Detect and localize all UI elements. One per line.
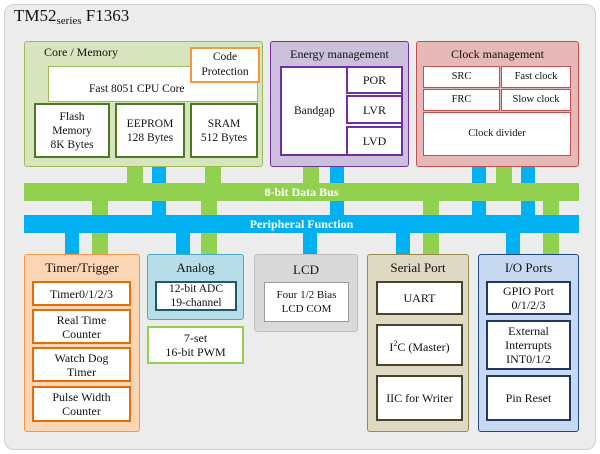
title-main: TM52 bbox=[14, 6, 57, 25]
pwm-box: 7-set 16-bit PWM bbox=[147, 326, 244, 364]
i2c-suffix: C (Master) bbox=[397, 339, 450, 354]
bus-connector bbox=[205, 167, 221, 183]
lvr-box: LVR bbox=[346, 95, 403, 124]
bus-connector bbox=[303, 233, 317, 254]
i2c-master-box: I2C (Master) bbox=[376, 324, 463, 366]
energy-management-label: Energy management bbox=[290, 47, 389, 61]
sram-box: SRAM 512 Bytes bbox=[190, 103, 258, 158]
bus-connector bbox=[176, 233, 190, 254]
i2c-superscript: 2 bbox=[393, 338, 398, 348]
chip-title: TM52series F1363 bbox=[14, 6, 130, 27]
bandgap-label: Bandgap bbox=[294, 105, 335, 117]
frc-box: FRC bbox=[423, 89, 500, 111]
lvd-box: LVD bbox=[346, 126, 403, 156]
por-box: POR bbox=[346, 66, 403, 94]
flash-memory-box: Flash Memory 8K Bytes bbox=[34, 103, 110, 158]
timer0123-box: Timer0/1/2/3 bbox=[32, 281, 131, 306]
clock-management-label: Clock management bbox=[451, 47, 544, 61]
bus-connector bbox=[496, 167, 512, 183]
slow-clock-box: Slow clock bbox=[501, 89, 571, 111]
pulse-width-counter-box: Pulse Width Counter bbox=[32, 386, 131, 422]
bus-connector bbox=[127, 167, 143, 183]
real-time-counter-box: Real Time Counter bbox=[32, 309, 131, 344]
bus-connector bbox=[396, 233, 410, 254]
code-protection-box: Code Protection bbox=[190, 47, 260, 83]
uart-box: UART bbox=[376, 281, 463, 315]
serial-port-label: Serial Port bbox=[390, 260, 446, 275]
external-interrupts-box: External Interrupts INT0/1/2 bbox=[486, 320, 571, 370]
cpu-core-label: Fast 8051 CPU Core bbox=[89, 83, 185, 95]
i2c-prefix: I bbox=[389, 339, 394, 354]
timer-trigger-label: Timer/Trigger bbox=[45, 260, 119, 275]
bus-connector bbox=[65, 233, 79, 254]
pin-reset-box: Pin Reset bbox=[486, 375, 571, 421]
i2c-master-label: I2C (Master) bbox=[389, 337, 449, 354]
clock-divider-box: Clock divider bbox=[423, 112, 571, 156]
bus-connector bbox=[506, 233, 520, 254]
gpio-port-box: GPIO Port 0/1/2/3 bbox=[486, 281, 571, 315]
title-series: series bbox=[56, 15, 82, 27]
lcd-bias-box: Four 1/2 Bias LCD COM bbox=[264, 282, 349, 322]
analog-label: Analog bbox=[176, 260, 215, 275]
core-memory-label: Core / Memory bbox=[44, 45, 118, 59]
src-box: SRC bbox=[423, 66, 500, 88]
title-model: F1363 bbox=[85, 6, 130, 25]
fast-clock-box: Fast clock bbox=[501, 66, 571, 88]
data-bus-bar: 8-bit Data Bus bbox=[24, 183, 579, 201]
iic-writer-box: IIC for Writer bbox=[376, 375, 463, 421]
watch-dog-timer-box: Watch Dog Timer bbox=[32, 347, 131, 382]
io-ports-label: I/O Ports bbox=[504, 260, 553, 275]
lcd-label: LCD bbox=[293, 262, 319, 277]
peripheral-function-bar: Peripheral Function bbox=[24, 215, 579, 233]
adc-box: 12-bit ADC 19-channel bbox=[155, 281, 237, 311]
bus-connector bbox=[303, 167, 319, 183]
eeprom-box: EEPROM 128 Bytes bbox=[115, 103, 185, 158]
